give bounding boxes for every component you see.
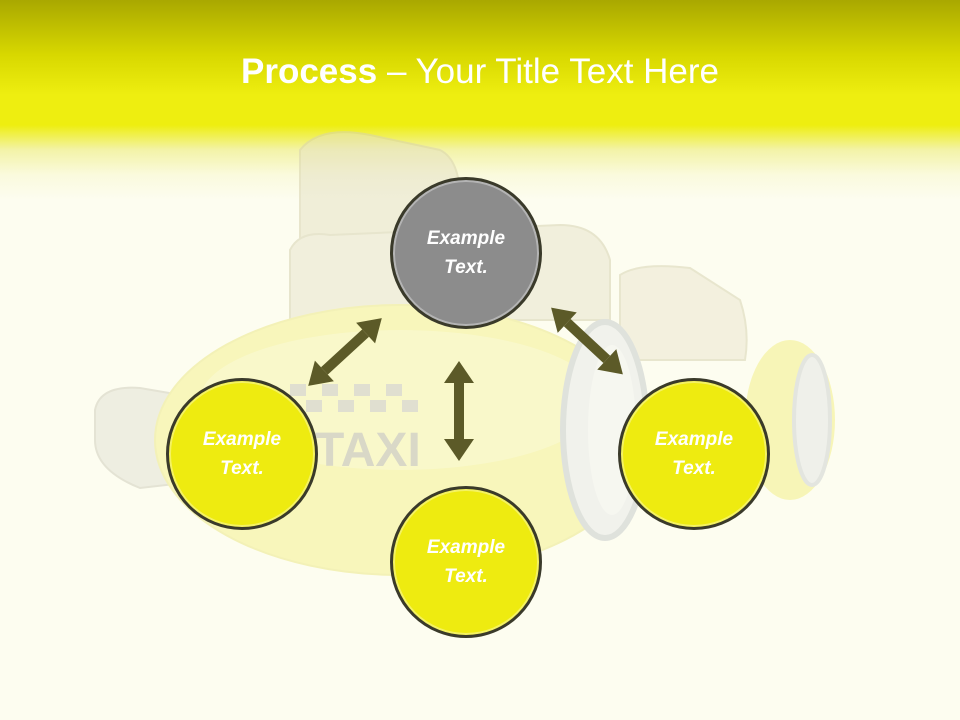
node-top-line2: Text. [444, 257, 488, 278]
node-left-line1: Example [202, 429, 282, 450]
node-bottom-line1: Example [426, 537, 506, 558]
arrow-top-left [308, 318, 382, 386]
node-left-line2: Text. [220, 458, 264, 479]
node-top-label: Example Text. [411, 224, 521, 282]
page-title: Process – Your Title Text Here [0, 52, 960, 92]
title-bold: Process [241, 52, 378, 91]
node-right: Example Text. [618, 378, 770, 530]
node-bottom-label: Example Text. [411, 533, 521, 591]
node-right-line1: Example [654, 429, 734, 450]
arrow-vertical [444, 361, 474, 461]
title-rest: – Your Title Text Here [377, 52, 719, 91]
arrow-top-right [551, 307, 623, 375]
taxi-label: TAXI [315, 424, 421, 477]
node-left: Example Text. [166, 378, 318, 530]
node-right-line2: Text. [672, 458, 716, 479]
node-top-line1: Example [426, 228, 506, 249]
node-top: Example Text. [390, 177, 542, 329]
node-bottom-line2: Text. [444, 566, 488, 587]
node-left-label: Example Text. [187, 425, 297, 483]
header-band [0, 0, 960, 200]
node-right-label: Example Text. [639, 425, 749, 483]
node-bottom: Example Text. [390, 486, 542, 638]
